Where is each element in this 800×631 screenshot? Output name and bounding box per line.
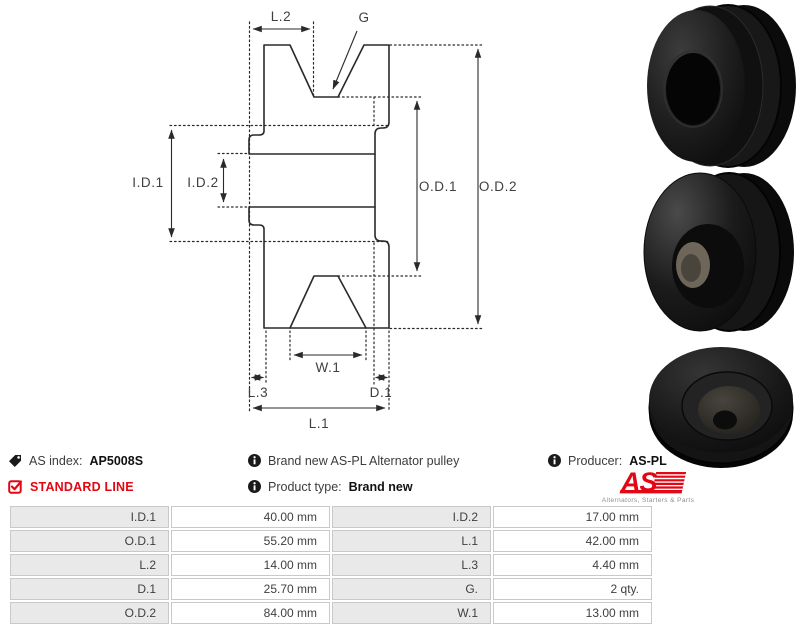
- table-row: D.1 25.70 mm G. 2 qty.: [10, 578, 652, 600]
- dim-label-w1: W.1: [315, 360, 340, 375]
- standard-line-badge: STANDARD LINE: [30, 479, 134, 494]
- spec-value: 2 qty.: [493, 578, 652, 600]
- product-type-row: Product type: Brand new: [248, 479, 413, 494]
- as-index-row: AS index: AP5008S: [8, 453, 143, 468]
- producer-row: Producer: AS-PL: [548, 453, 667, 468]
- spec-value: 13.00 mm: [493, 602, 652, 624]
- standard-line-row: STANDARD LINE: [8, 479, 134, 494]
- as-index-value: AP5008S: [89, 453, 144, 468]
- spec-value: 42.00 mm: [493, 530, 652, 552]
- spec-label: O.D.2: [10, 602, 169, 624]
- dim-label-l2: L.2: [271, 9, 292, 24]
- table-row: O.D.2 84.00 mm W.1 13.00 mm: [10, 602, 652, 624]
- dim-label-od2: O.D.2: [479, 179, 517, 194]
- spec-label: L.3: [332, 554, 491, 576]
- tag-icon: [9, 454, 21, 467]
- extension-lines: [169, 21, 483, 413]
- product-type-value: Brand new: [348, 479, 413, 494]
- producer-label: Producer:: [568, 453, 623, 468]
- logo-tagline: Alternators, Starters & Parts: [602, 497, 695, 504]
- spec-label: O.D.1: [10, 530, 169, 552]
- spec-label: I.D.1: [10, 506, 169, 528]
- dimension-spec-table: I.D.1 40.00 mm I.D.2 17.00 mm O.D.1 55.2…: [8, 504, 654, 626]
- spec-label: I.D.2: [332, 506, 491, 528]
- product-description: Brand new AS-PL Alternator pulley: [268, 453, 460, 468]
- table-row: O.D.1 55.20 mm L.1 42.00 mm: [10, 530, 652, 552]
- spec-label: L.1: [332, 530, 491, 552]
- spec-value: 55.20 mm: [171, 530, 330, 552]
- bore-lines: [248, 153, 376, 208]
- dim-label-d1: D.1: [370, 385, 393, 400]
- spec-value: 14.00 mm: [171, 554, 330, 576]
- groove-pointer-g: [332, 30, 358, 90]
- product-photo-angled-front: [647, 4, 796, 168]
- spec-label: D.1: [10, 578, 169, 600]
- product-photo-angled-back: [648, 347, 794, 468]
- spec-label: W.1: [332, 602, 491, 624]
- description-row: Brand new AS-PL Alternator pulley: [248, 453, 459, 468]
- info-icon: [548, 454, 561, 467]
- as-index-label: AS index:: [29, 453, 83, 468]
- spec-label: L.2: [10, 554, 169, 576]
- product-photo-side: [643, 172, 794, 332]
- dim-label-id2: I.D.2: [187, 175, 219, 190]
- product-type-label: Product type:: [268, 479, 342, 494]
- logo-text: AS: [620, 468, 657, 497]
- table-row: L.2 14.00 mm L.3 4.40 mm: [10, 554, 652, 576]
- spec-label: G.: [332, 578, 491, 600]
- dim-label-id1: I.D.1: [132, 175, 164, 190]
- info-icon: [248, 454, 261, 467]
- dim-label-od1: O.D.1: [419, 179, 457, 194]
- spec-value: 4.40 mm: [493, 554, 652, 576]
- dim-label-l1: L.1: [309, 416, 330, 431]
- technical-drawing: L.2 G I.D.1 I.D.2 O.D.1 O.D.2 W.1 L.3 D.…: [132, 9, 517, 431]
- spec-value: 25.70 mm: [171, 578, 330, 600]
- spec-value: 40.00 mm: [171, 506, 330, 528]
- dim-label-g: G: [358, 10, 369, 25]
- info-icon: [248, 480, 261, 493]
- producer-value: AS-PL: [629, 453, 667, 468]
- lower-groove: [289, 275, 367, 329]
- pulley-outline: [248, 44, 390, 329]
- checkbox-check-icon: [8, 480, 23, 494]
- spec-value: 84.00 mm: [171, 602, 330, 624]
- spec-value: 17.00 mm: [493, 506, 652, 528]
- as-pl-logo: AS Alternators, Starters & Parts: [602, 468, 695, 504]
- table-row: I.D.1 40.00 mm I.D.2 17.00 mm: [10, 506, 652, 528]
- dim-label-l3: L.3: [248, 385, 269, 400]
